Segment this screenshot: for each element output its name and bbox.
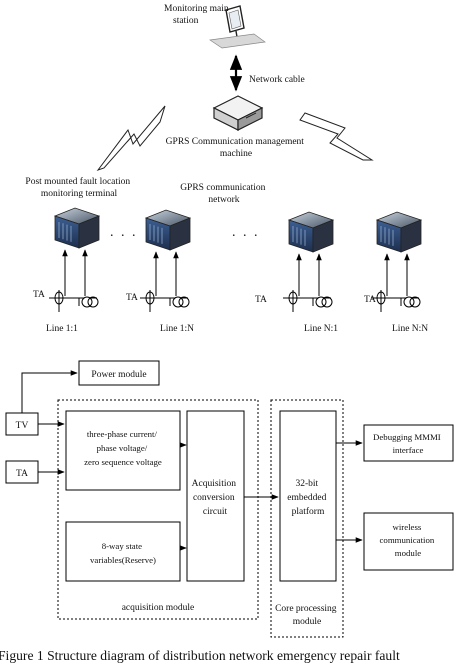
monitor-icon [209, 5, 266, 49]
gprs-machine-label: GPRS Communication management machine [166, 137, 307, 159]
distribution-line-symbol [371, 290, 421, 312]
terminal-label: Post mounted fault location monitoring t… [25, 176, 132, 199]
line-label-n-1: Line N:1 [304, 324, 338, 334]
gprs-network-label: GPRS communication network [180, 183, 268, 205]
terminal-server-icon [144, 209, 192, 251]
ta-label-3: TA [255, 295, 267, 305]
ellipsis-2: . . . [232, 225, 260, 240]
ta-label-1: TA [33, 290, 45, 300]
wireless-module-box [363, 512, 454, 571]
power-module-label: Power module [91, 370, 146, 380]
router-icon [212, 95, 264, 131]
figure-caption: Figure 1 Structure diagram of distributi… [0, 648, 400, 663]
three-phase-box [65, 410, 181, 491]
line-label-1-n: Line 1:N [160, 324, 194, 334]
acquisition-module-label: acquisition module [122, 603, 195, 613]
ta-label-4: TA [364, 295, 376, 305]
line-label-n-n: Line N:N [392, 324, 428, 334]
debug-interface-label: Debugging MMMI interface [373, 432, 443, 455]
power-module-box [78, 360, 160, 386]
ellipsis-1: . . . [110, 225, 138, 240]
tv-to-power-arrow [21, 370, 78, 413]
embedded-platform-label: 32-bit embedded platform [287, 479, 328, 517]
wireless-module-label: wireless communication module [380, 522, 437, 558]
embedded-platform-box [279, 410, 337, 582]
distribution-line-symbol [49, 290, 99, 312]
monitoring-station-label: Monitoring main station [164, 4, 231, 26]
state-variables-box [65, 521, 181, 582]
terminal-server-icon [375, 211, 423, 253]
terminal-server-icon [53, 207, 101, 249]
wireless-link-icon-left [96, 105, 166, 171]
wireless-link-icon-right [299, 112, 374, 161]
distribution-line-symbol [283, 290, 333, 312]
core-module-label: Core processing module [275, 604, 339, 627]
network-cable-label: Network cable [249, 75, 305, 85]
line-label-1-1: Line 1:1 [46, 324, 78, 334]
acquisition-module-boundary [57, 399, 259, 620]
state-variables-label: 8-way state variables(Reserve) [90, 541, 156, 565]
three-phase-label: three-phase current/ phase voltage/ zero… [84, 429, 162, 467]
core-processing-boundary [270, 399, 344, 638]
ta-label-2: TA [126, 293, 138, 303]
debug-interface-box [363, 424, 454, 462]
ta-input-label: TA [16, 469, 28, 479]
tv-label: TV [16, 421, 29, 431]
terminal-server-icon [287, 211, 335, 253]
terminal-group [49, 207, 423, 312]
distribution-line-symbol [140, 290, 190, 312]
acquisition-circuit-label: Acquisition conversion circuit [192, 479, 239, 517]
acquisition-circuit-box [186, 410, 245, 582]
